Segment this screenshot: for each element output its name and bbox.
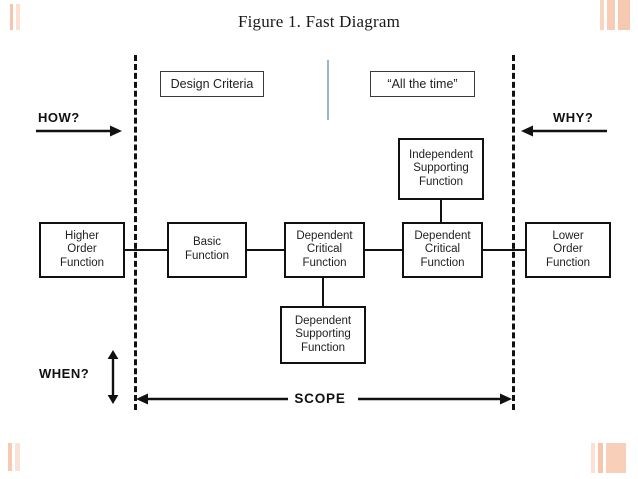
when-arrow-icon: [107, 350, 119, 404]
corner-bar: [606, 443, 626, 473]
connector-critical1-to-dependent-supporting: [322, 278, 324, 306]
corner-bar: [15, 443, 20, 471]
scope-boundary-right: [512, 55, 515, 410]
node-label: Higher Order Function: [59, 229, 105, 269]
corner-bar: [8, 443, 12, 471]
node-label: Independent Supporting Function: [409, 148, 473, 188]
corner-bars-bottom-left: [8, 443, 20, 471]
why-arrow-icon: [521, 125, 607, 137]
node-lower-order-function: Lower Order Function: [525, 222, 611, 278]
corner-bars-bottom-right: [591, 443, 626, 473]
connector-critical1-to-critical2: [365, 249, 402, 251]
when-label: WHEN?: [39, 366, 90, 381]
design-criteria-label: Design Criteria: [170, 76, 254, 91]
design-criteria-box: Design Criteria: [160, 71, 264, 97]
node-label: Dependent Critical Function: [296, 229, 353, 269]
how-arrow-icon: [36, 125, 122, 137]
node-dependent-supporting-function: Dependent Supporting Function: [280, 306, 366, 364]
all-the-time-box: “All the time”: [370, 71, 475, 97]
all-the-time-label: “All the time”: [387, 76, 458, 91]
corner-bar: [591, 443, 595, 473]
how-label: HOW?: [38, 110, 80, 125]
header-divider: [327, 60, 329, 120]
why-label: WHY?: [553, 110, 594, 125]
connector-independent-to-critical2: [440, 200, 442, 223]
connector-critical2-to-lower: [483, 249, 525, 251]
node-label: Basic Function: [184, 236, 230, 262]
node-higher-order-function: Higher Order Function: [39, 222, 125, 278]
node-dependent-critical-function-1: Dependent Critical Function: [284, 222, 365, 278]
node-label: Dependent Critical Function: [414, 229, 471, 269]
corner-bar: [598, 443, 603, 473]
page-title: Figure 1. Fast Diagram: [237, 12, 401, 31]
node-independent-supporting-function: Independent Supporting Function: [398, 138, 484, 200]
scope-arrow-right-icon: [358, 393, 512, 405]
node-dependent-critical-function-2: Dependent Critical Function: [402, 222, 483, 278]
node-label: Lower Order Function: [545, 229, 591, 269]
scope-arrow-left-icon: [136, 393, 288, 405]
connector-higher-to-basic: [125, 249, 167, 251]
node-basic-function: Basic Function: [167, 222, 247, 278]
node-label: Dependent Supporting Function: [294, 314, 352, 354]
connector-basic-to-critical1: [247, 249, 284, 251]
scope-boundary-left: [134, 55, 137, 410]
scope-label: SCOPE: [294, 391, 346, 406]
